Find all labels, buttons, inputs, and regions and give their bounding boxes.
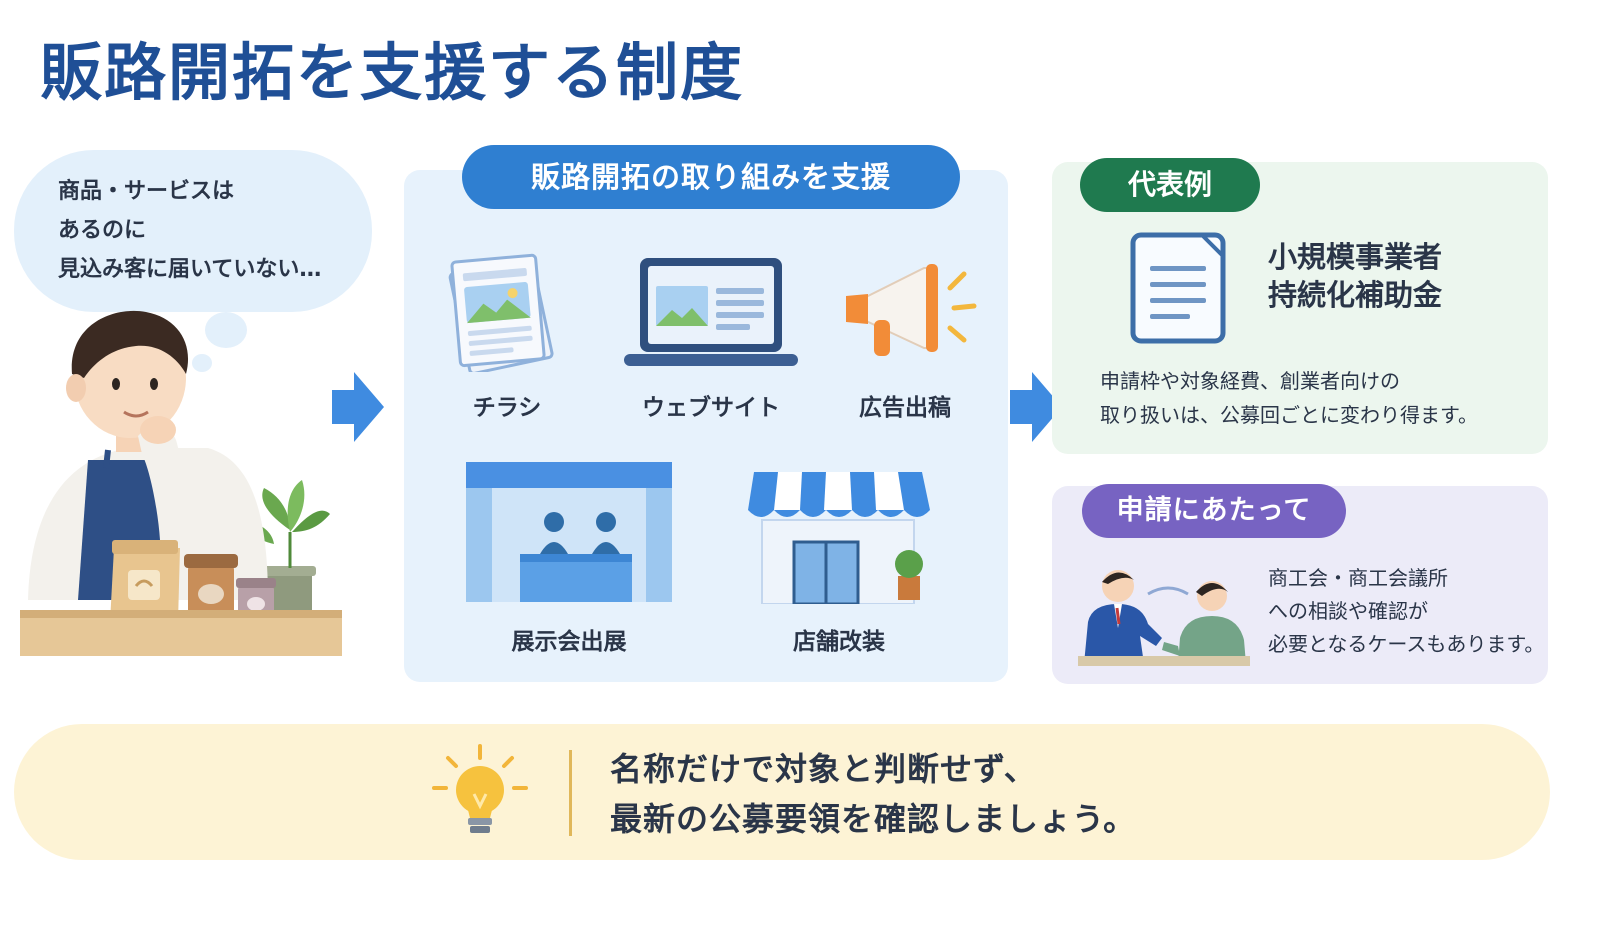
thought-bubble-dot xyxy=(192,354,212,372)
thought-bubble-dot xyxy=(205,312,247,348)
method-label-exhibition: 展示会出展 xyxy=(511,629,627,655)
arrow-right-icon xyxy=(332,372,384,442)
coffee-bag-icon xyxy=(110,540,180,622)
tip-text: 名称だけで対象と判断せず、 最新の公募要領を確認しましょう。 xyxy=(610,744,1136,844)
tip-divider xyxy=(569,750,572,836)
jar-icon xyxy=(184,554,238,622)
subsidy-name-line: 持続化補助金 xyxy=(1268,278,1443,312)
thought-bubble-text: 商品・サービスは あるのに 見込み客に届いていない… xyxy=(58,172,321,289)
thought-line: 商品・サービスは xyxy=(58,179,235,204)
lightbulb-icon xyxy=(432,744,528,833)
thought-line: 見込み客に届いていない… xyxy=(58,257,322,282)
method-label-flyer: チラシ xyxy=(472,395,542,421)
consultation-icon xyxy=(1078,570,1250,666)
subsidy-name: 小規模事業者 持続化補助金 xyxy=(1268,238,1442,314)
method-label-store-renovation: 店舗改装 xyxy=(793,629,885,655)
support-methods-panel xyxy=(404,170,1008,682)
application-description-line: 必要となるケースもあります。 xyxy=(1268,632,1545,656)
subsidy-name-line: 小規模事業者 xyxy=(1268,240,1443,274)
laptop-icon xyxy=(624,258,798,366)
example-heading: 代表例 xyxy=(1080,158,1260,212)
arrow-right-icon xyxy=(1010,372,1062,442)
thought-bubble xyxy=(14,150,372,312)
application-heading: 申請にあたって xyxy=(1082,484,1346,538)
method-label-website: ウェブサイト xyxy=(642,395,780,421)
application-description-line: 商工会・商工会議所 xyxy=(1268,566,1448,590)
application-description: 商工会・商工会議所 への相談や確認が 必要となるケースもあります。 xyxy=(1268,562,1544,661)
thought-line: あるのに xyxy=(58,218,147,243)
document-icon xyxy=(1130,232,1226,344)
support-methods-heading: 販路開拓の取り組みを支援 xyxy=(462,145,960,209)
example-description-line: 取り扱いは、公募回ごとに変わり得ます。 xyxy=(1100,403,1478,427)
storefront-icon xyxy=(748,472,930,604)
tip-line: 名称だけで対象と判断せず、 xyxy=(610,750,1037,788)
megaphone-icon xyxy=(846,264,977,356)
exhibition-booth-icon xyxy=(466,462,672,602)
tip-line: 最新の公募要領を確認しましょう。 xyxy=(610,800,1137,838)
flyer-icon xyxy=(448,253,554,372)
shop-owner-illustration xyxy=(20,310,342,656)
application-description-line: への相談や確認が xyxy=(1268,599,1428,623)
example-description: 申請枠や対象経費、創業者向けの 取り扱いは、公募回ごとに変わり得ます。 xyxy=(1100,364,1478,432)
page-title: 販路開拓を支援する制度 xyxy=(40,36,745,109)
example-description-line: 申請枠や対象経費、創業者向けの xyxy=(1100,369,1400,393)
tip-banner xyxy=(14,724,1550,860)
method-label-advertising: 広告出稿 xyxy=(859,395,951,421)
